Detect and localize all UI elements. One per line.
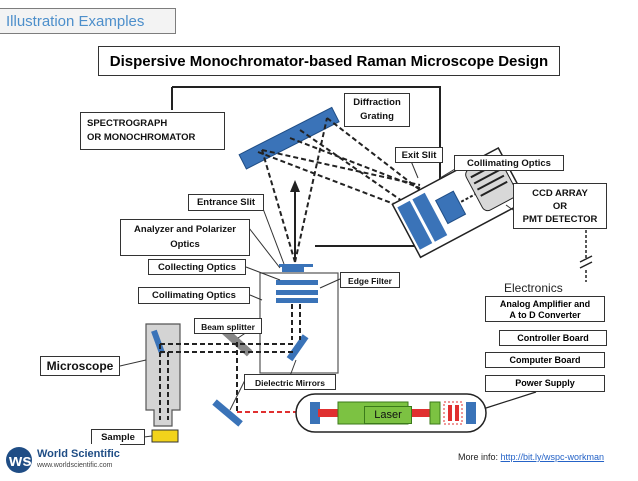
- detector-assembly: [391, 146, 528, 259]
- label-ccd-array: CCD ARRAY OR PMT DETECTOR: [513, 183, 607, 229]
- logo-url: www.worldscientific.com: [37, 462, 113, 469]
- logo-name: World Scientific: [37, 448, 120, 460]
- label-microscope: Microscope: [40, 356, 120, 376]
- microscope-body: [145, 323, 181, 427]
- svg-text:ws: ws: [8, 451, 32, 470]
- lower-mirror: [212, 399, 243, 427]
- label-spectrograph: SPECTROGRAPH OR MONOCHROMATOR: [80, 112, 225, 150]
- label-exit-slit: Exit Slit: [395, 147, 443, 163]
- sample: [151, 429, 179, 443]
- electronics-item-computer: Computer Board: [485, 352, 605, 368]
- diagram-title: Dispersive Monochromator-based Raman Mic…: [98, 46, 560, 76]
- entrance-slit: [282, 264, 304, 272]
- label-collimating-optics-mid: Collimating Optics: [138, 287, 250, 304]
- world-scientific-icon: ws: [3, 444, 120, 476]
- spectrograph-box: [172, 86, 441, 247]
- section-header: Illustration Examples: [0, 8, 176, 34]
- electronics-item-power: Power Supply: [485, 375, 605, 392]
- label-entrance-slit: Entrance Slit: [188, 194, 264, 211]
- label-laser: Laser: [364, 406, 412, 424]
- footer-link[interactable]: http://bit.ly/wspc-workman: [500, 452, 605, 462]
- footer-info: More info: http://bit.ly/wspc-workman: [458, 452, 604, 462]
- footer-prefix: More info:: [458, 452, 501, 462]
- label-diffraction-grating: Diffraction Grating: [344, 93, 410, 127]
- publisher-logo: ws World Scientific www.worldscientific.…: [3, 444, 120, 476]
- electronics-item-adc: Analog Amplifier and A to D Converter: [485, 296, 605, 322]
- label-collecting-optics: Collecting Optics: [148, 259, 246, 275]
- label-sample: Sample: [91, 429, 145, 445]
- label-analyzer-polarizer: Analyzer and Polarizer Optics: [120, 219, 250, 256]
- electronics-title: Electronics: [504, 281, 563, 295]
- electronics-item-controller: Controller Board: [499, 330, 607, 346]
- label-dielectric-mirrors: Dielectric Mirrors: [244, 374, 336, 390]
- entrance-slit-b: [279, 264, 313, 267]
- label-edge-filter: Edge Filter: [340, 272, 400, 288]
- diffraction-grating: [238, 106, 340, 170]
- label-collimating-optics-top: Collimating Optics: [454, 155, 564, 171]
- label-beam-splitter: Beam splitter: [194, 318, 262, 334]
